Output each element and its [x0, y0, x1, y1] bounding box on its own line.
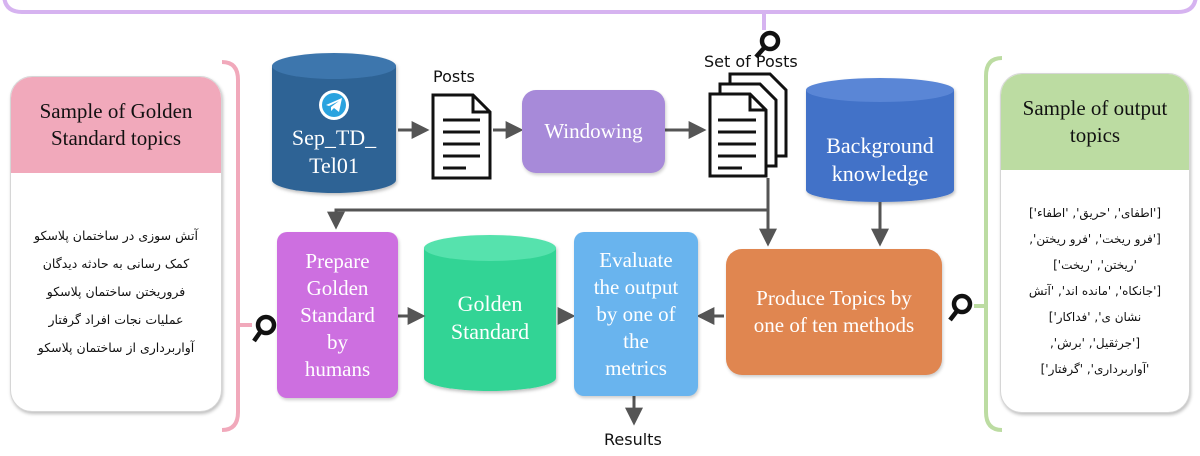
- topic-line: 'ریختن', 'ریخت']: [1053, 258, 1137, 272]
- top-bracket: [2, 0, 1198, 14]
- output-topics-sample-panel: Sample of output topics ['اطفای', 'حریق'…: [1000, 73, 1190, 413]
- golden-standard-sample-body: آتش سوزی در ساختمان پلاسکو کمک رسانی به ح…: [11, 173, 221, 411]
- document-icon: [431, 93, 492, 180]
- results-label: Results: [604, 430, 662, 449]
- topic-line: ['اطفای', 'حریق', 'اطفاء']: [1028, 206, 1162, 220]
- topic-line: فروریختن ساختمان پلاسکو: [46, 284, 186, 299]
- golden-standard-sample-title: Sample of Golden Standard topics: [11, 77, 221, 173]
- topic-line: ['جانکاه', 'مانده اند', 'آتش: [1028, 284, 1162, 298]
- right-bracket: [984, 56, 1003, 432]
- topic-line: 'آواربرداری', 'گرفتار']: [1040, 362, 1150, 376]
- telegram-icon: [319, 90, 349, 120]
- topic-line: آواربرداری از ساختمان پلاسکو: [37, 340, 195, 355]
- magnifier-icon: [238, 314, 277, 343]
- golden-standard-label: Golden Standard: [450, 291, 530, 344]
- evaluate-box: Evaluate the output by one of the metric…: [574, 232, 698, 396]
- prepare-golden-standard-box: Prepare Golden Standard by humans: [277, 232, 398, 398]
- output-topic-list: ['اطفای', 'حریق', 'اطفاء'] ['فرو ریخت', '…: [1029, 200, 1161, 382]
- arrow-set-to-prepare: [327, 178, 770, 230]
- magnifier-icon: [948, 293, 986, 322]
- telegram-database-label: Sep_TD_ Tel01: [291, 125, 377, 178]
- golden-standard-topic-list: آتش سوزی در ساختمان پلاسکو کمک رسانی به ح…: [34, 222, 198, 362]
- background-knowledge-database: [806, 78, 954, 202]
- produce-topics-box: Produce Topics by one of ten methods: [726, 249, 942, 375]
- topic-line: کمک رسانی به حادثه دیدگان: [42, 256, 190, 271]
- golden-standard-database: [424, 235, 556, 391]
- topic-line: ['جرثقیل', 'برش',: [1049, 336, 1141, 350]
- golden-standard-sample-panel: Sample of Golden Standard topics آتش سوز…: [10, 76, 222, 412]
- topic-line: عملیات نجات افراد گرفتار: [48, 312, 184, 327]
- document-stack-icon: [708, 72, 788, 178]
- topic-line: ['فرو ریخت', 'فرو ریختن',: [1029, 232, 1161, 246]
- telegram-database: [272, 53, 396, 193]
- output-topics-sample-body: ['اطفای', 'حریق', 'اطفاء'] ['فرو ریخت', '…: [1001, 170, 1189, 412]
- topic-line: نشان ی', 'فداکار']: [1048, 310, 1142, 324]
- set-of-posts-label: Set of Posts: [704, 52, 798, 71]
- posts-label: Posts: [433, 67, 475, 86]
- windowing-box: Windowing: [522, 90, 665, 173]
- left-bracket: [221, 60, 240, 432]
- topic-line: آتش سوزی در ساختمان پلاسکو: [34, 228, 198, 243]
- magnifier-icon: [754, 14, 781, 59]
- output-topics-sample-title: Sample of output topics: [1001, 74, 1189, 170]
- background-knowledge-label: Background knowledge: [826, 133, 934, 186]
